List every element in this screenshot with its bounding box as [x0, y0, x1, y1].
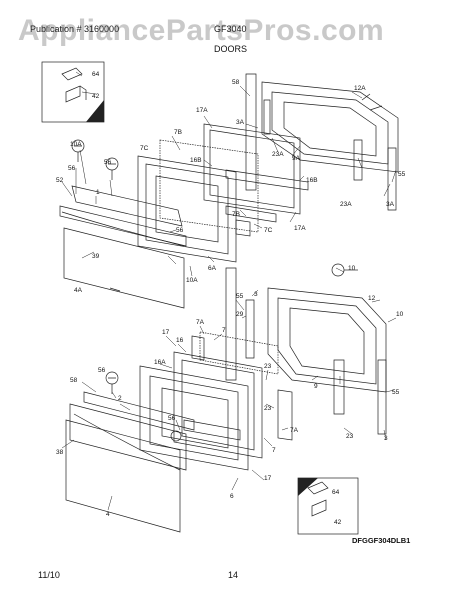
callout-4: 4 [106, 511, 110, 518]
callout-58-top: 58 [232, 79, 240, 86]
upper-door-hinge-rail [245, 73, 397, 211]
callout-55-top: 55 [398, 171, 406, 178]
callout-38: 38 [56, 449, 64, 456]
callout-56-c: 56 [176, 227, 184, 234]
callout-23-lower: 23 [346, 433, 354, 440]
callout-56-e: 56 [168, 415, 176, 422]
publication-number: Publication # 3160000 [30, 24, 120, 34]
callout-64-top: 64 [92, 71, 100, 78]
page-number: 14 [228, 570, 239, 580]
callout-56-a: 56 [68, 165, 76, 172]
callout-7B-top: 7B [174, 129, 182, 136]
callout-29: 29 [236, 311, 244, 318]
page-header: AppliancePartsPros.com Publication # 316… [0, 0, 464, 60]
lower-glass-panels [173, 331, 293, 459]
callout-52: 52 [56, 177, 64, 184]
callout-3-lower: 3 [384, 435, 388, 442]
callout-12: 12 [368, 295, 376, 302]
callout-64-bottom: 64 [332, 489, 340, 496]
callout-7A-lower: 7A [290, 427, 299, 434]
callout-6A: 6A [208, 265, 217, 272]
callout-9A: 9A [292, 155, 301, 162]
callout-55-middle: 55 [236, 293, 244, 300]
callout-16A: 16A [154, 359, 166, 366]
callout-7-top: 7 [222, 327, 226, 334]
footer-date: 11/10 [38, 570, 60, 580]
callout-56-b: 56 [104, 159, 112, 166]
lower-door-frame-12 [267, 287, 387, 393]
callout-labels: 64 42 58 12A 3A 23A 9A 23A 3A 55 17A 7B … [56, 71, 406, 526]
callout-3A-left: 3A [236, 119, 245, 126]
model-number: GF3040 [214, 24, 247, 34]
section-title: DOORS [214, 44, 248, 54]
callout-10A-top: 10A [70, 141, 82, 148]
callout-23-top: 23 [264, 363, 272, 370]
callout-1: 1 [96, 189, 100, 196]
callout-4A: 4A [74, 287, 83, 294]
drawing-number: DFGGF304DLB1 [352, 536, 411, 545]
callout-17-lower: 17 [264, 475, 272, 482]
screw-icons-upper [71, 139, 119, 180]
callout-17A-lower: 17A [294, 225, 306, 232]
callout-39: 39 [92, 253, 100, 260]
callout-16B-right: 16B [306, 177, 318, 184]
callout-17-top: 17 [162, 329, 170, 336]
callout-42-top: 42 [92, 93, 100, 100]
callout-23-middle: 23 [264, 405, 272, 412]
callout-6: 6 [230, 493, 234, 500]
callout-10-top: 10 [348, 265, 356, 272]
callout-16: 16 [176, 337, 184, 344]
upper-door-outer-panel-4A [59, 185, 187, 309]
callout-7A-top: 7A [196, 319, 205, 326]
callout-16B-left: 16B [190, 157, 202, 164]
callout-12A: 12A [354, 85, 366, 92]
callout-3A-right: 3A [386, 201, 395, 208]
callout-3-middle: 3 [254, 291, 258, 298]
callout-23A-left: 23A [272, 151, 284, 158]
callout-23A-right: 23A [340, 201, 352, 208]
callout-10A-lower: 10A [186, 277, 198, 284]
callout-17A-top: 17A [196, 107, 208, 114]
callout-7B-lower: 7B [232, 211, 240, 218]
callout-2: 2 [118, 395, 122, 402]
callout-56-d: 56 [98, 367, 106, 374]
lower-door-inner-frame-6 [139, 365, 249, 471]
upper-door-inner-frame-6A [137, 155, 237, 263]
callout-10-right: 10 [396, 311, 404, 318]
callout-58-lower: 58 [70, 377, 78, 384]
inset-box-bottom [297, 477, 359, 535]
upper-door-frame-12A [261, 81, 399, 173]
callout-9: 9 [314, 383, 318, 390]
leader-lines [61, 71, 397, 511]
inset-box-top [41, 61, 105, 123]
callout-7-lower: 7 [272, 447, 276, 454]
callout-55-lower: 55 [392, 389, 400, 396]
lower-door-hinges [225, 263, 387, 435]
watermark-logo: AppliancePartsPros.com [18, 14, 385, 47]
callout-7C-top: 7C [140, 145, 149, 152]
callout-7C-lower: 7C [264, 227, 273, 234]
callout-42-bottom: 42 [334, 519, 342, 526]
lower-door-outer-panel-4 [65, 371, 195, 533]
